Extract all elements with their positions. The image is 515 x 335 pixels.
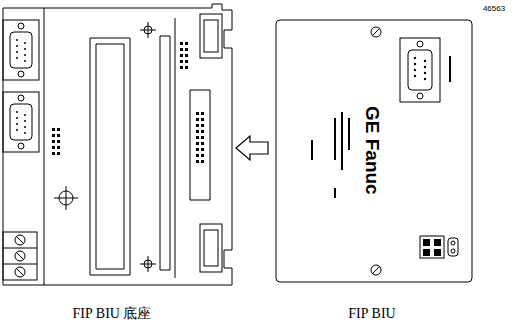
mount-mark	[54, 22, 156, 272]
part-caption: FIP BIU 底座	[73, 307, 152, 321]
figure-number: 46563	[483, 5, 505, 13]
biu-module	[276, 20, 472, 282]
biu-base	[3, 4, 232, 285]
brand-logo: GE Fanuc	[363, 106, 382, 195]
part-caption: FIP BIU	[348, 307, 395, 321]
insert-arrow	[236, 136, 268, 160]
